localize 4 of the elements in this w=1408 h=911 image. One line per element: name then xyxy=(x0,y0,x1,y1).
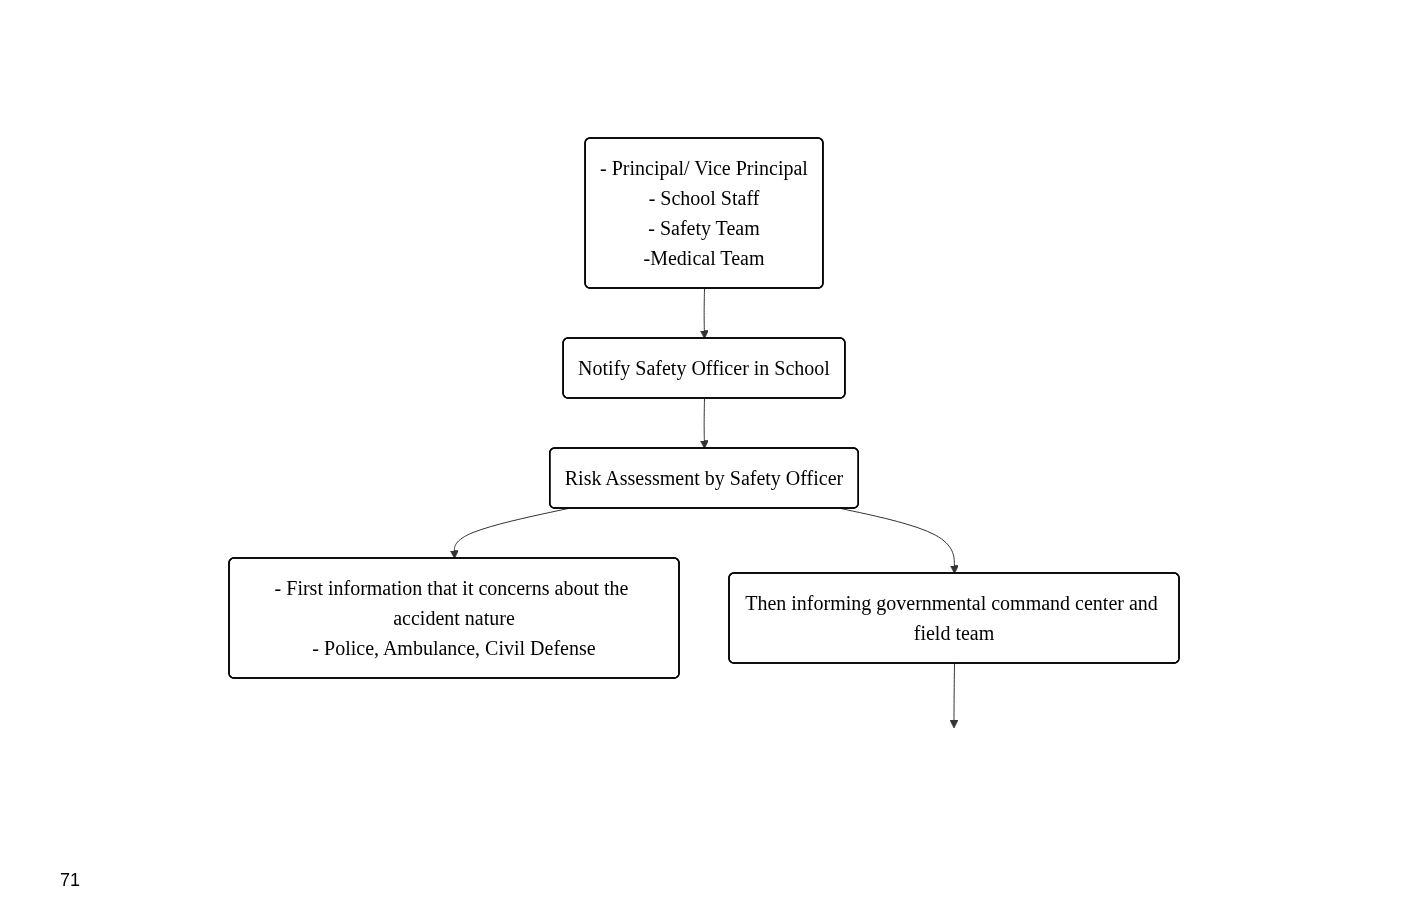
arrow xyxy=(699,398,709,449)
page-number: 71 xyxy=(60,870,81,891)
arrow xyxy=(949,663,959,729)
arrow xyxy=(699,288,709,339)
